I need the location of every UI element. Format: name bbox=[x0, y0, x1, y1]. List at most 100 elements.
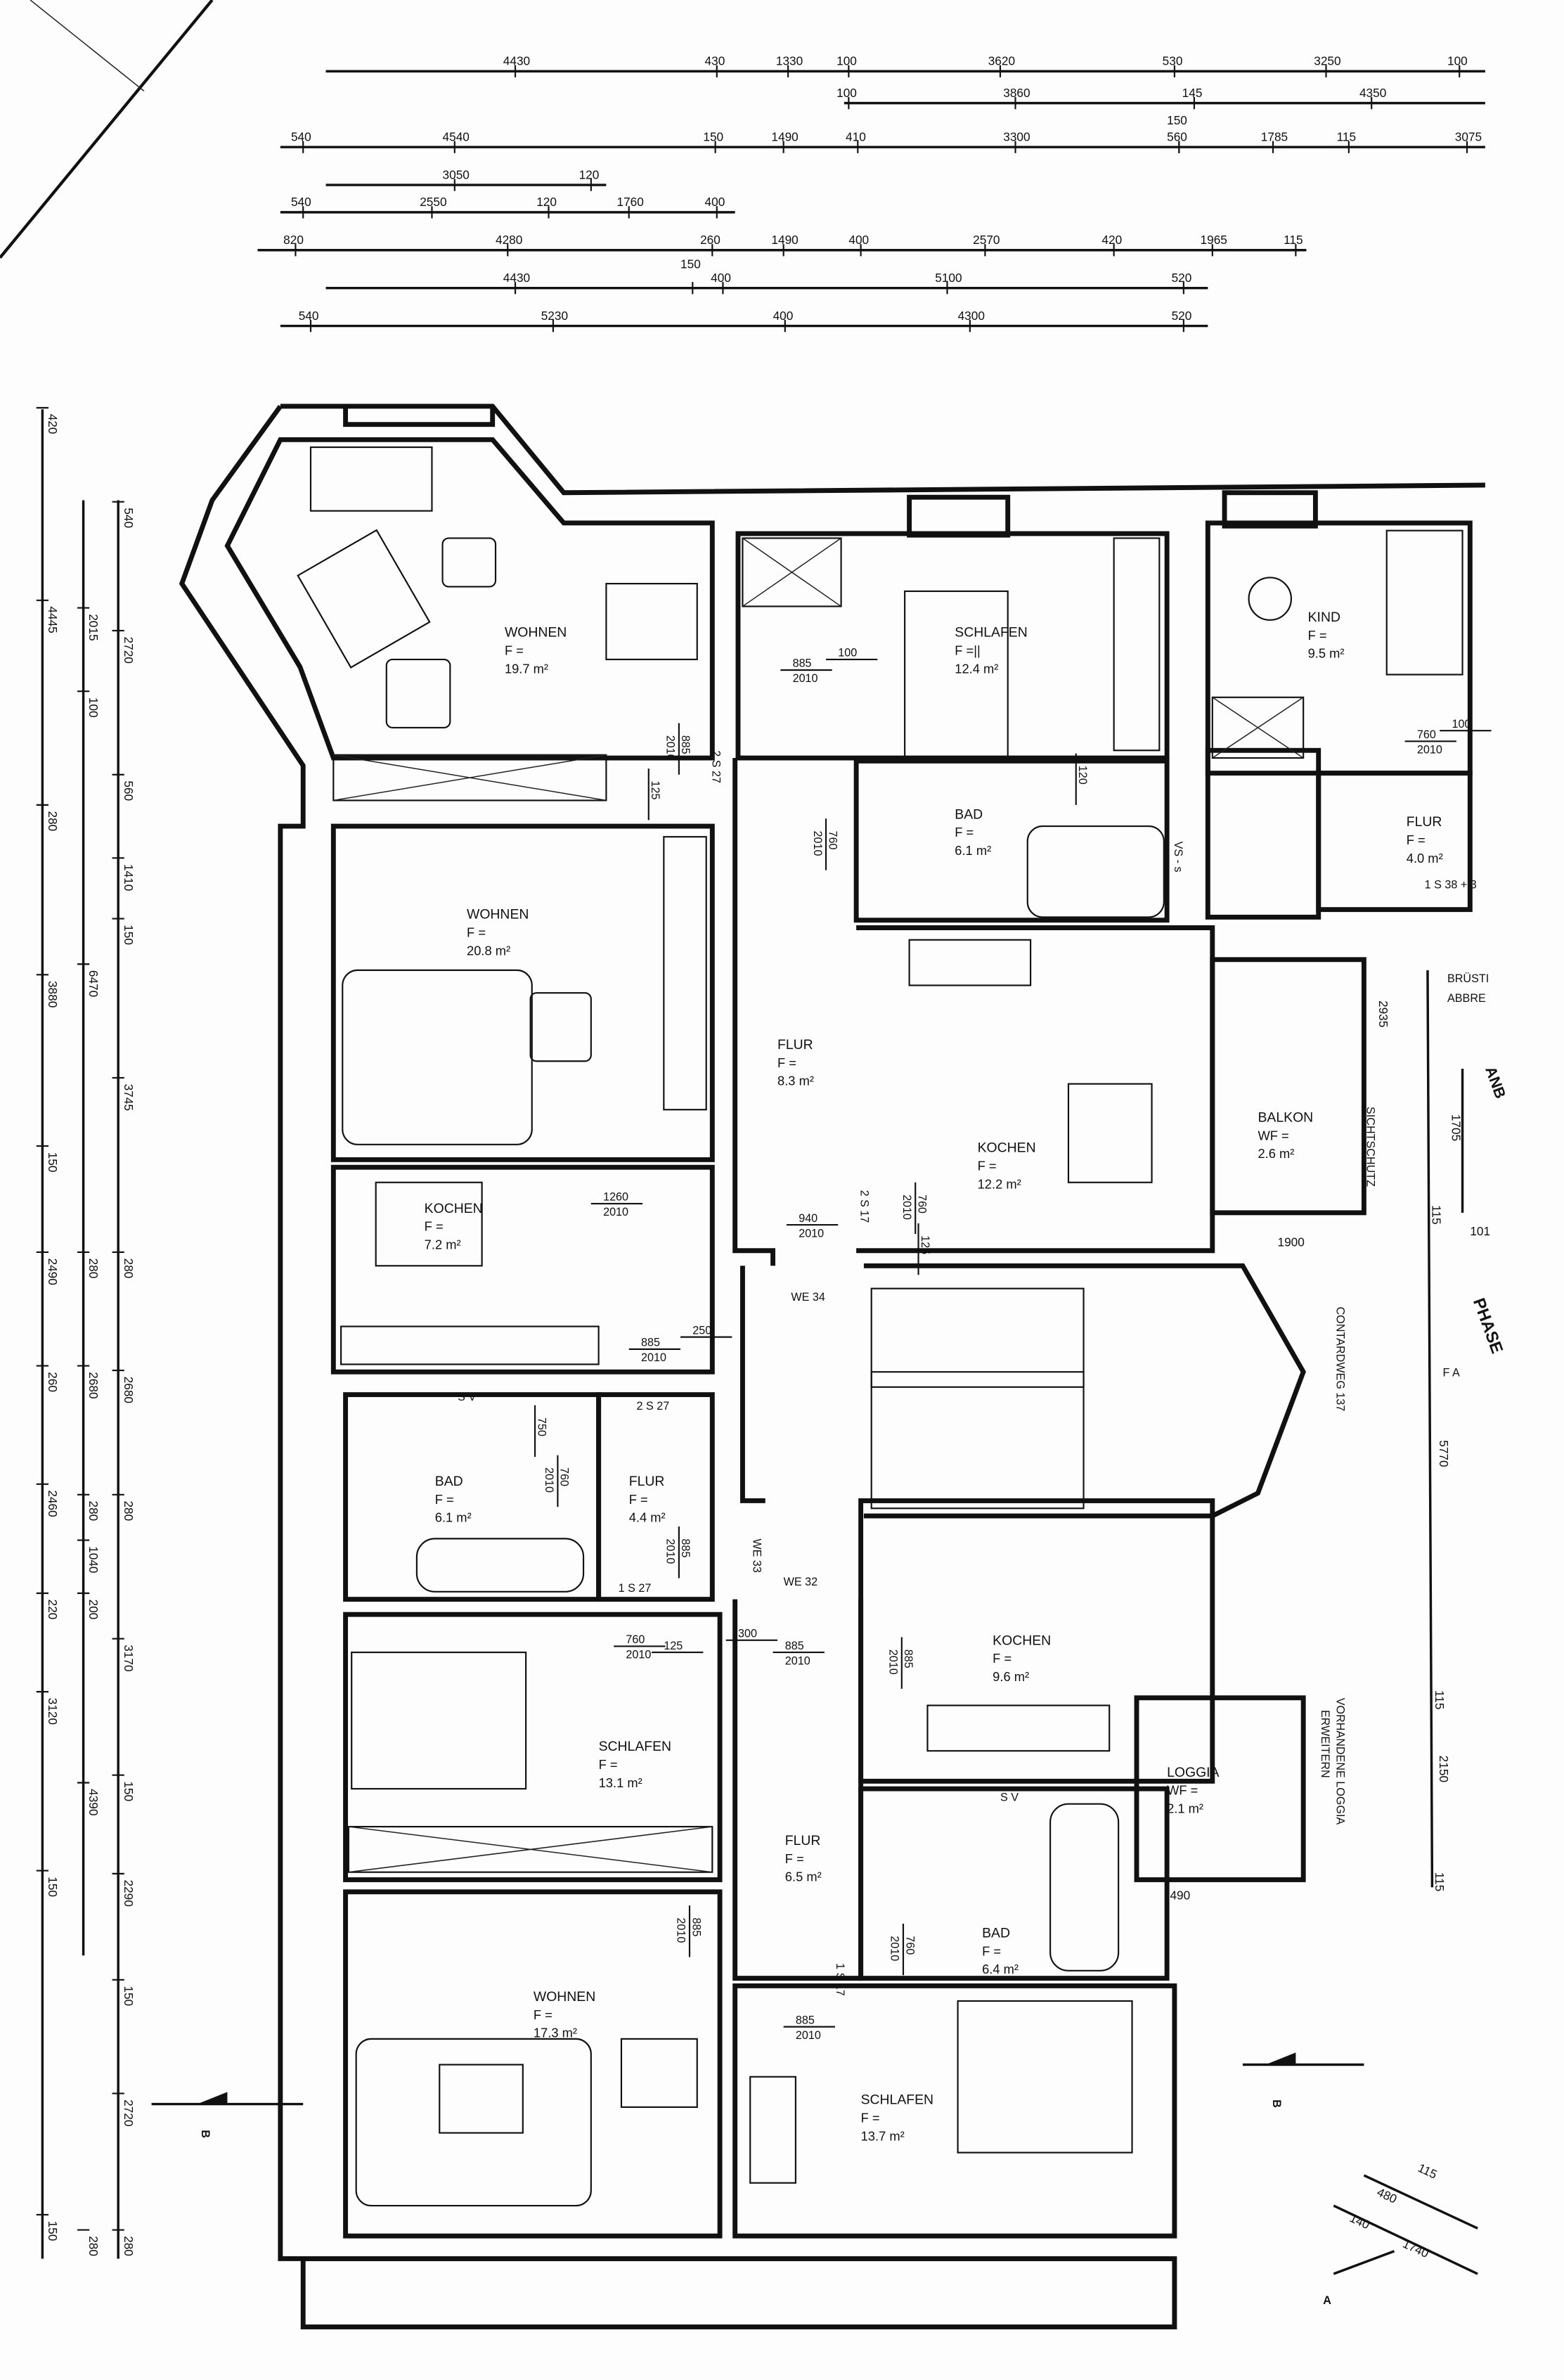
door-dimension: 100 bbox=[826, 647, 878, 660]
dimension-label: 1740 bbox=[1401, 2237, 1431, 2260]
dimension-label: 2935 bbox=[1376, 1001, 1390, 1027]
dimension-label: 4430 bbox=[503, 271, 530, 285]
room-area-label: F = bbox=[1407, 832, 1426, 847]
room-area-value: 19.7 m² bbox=[505, 661, 548, 676]
room-area-value: 6.4 m² bbox=[982, 1962, 1019, 1976]
door-dimension: 100 bbox=[1440, 718, 1492, 732]
dimension-label: 3620 bbox=[988, 54, 1015, 68]
door-width: 125 bbox=[664, 1640, 683, 1652]
room-area-label: F = bbox=[599, 1757, 618, 1772]
dimension-label: 1785 bbox=[1261, 130, 1288, 144]
door-width: 750 bbox=[535, 1417, 548, 1436]
unit-label-we32: WE 32 bbox=[784, 1576, 818, 1588]
door-height: 2010 bbox=[675, 1917, 687, 1943]
dimension-label: 150 bbox=[46, 1877, 60, 1897]
street-address: CONTARDWEG 137 bbox=[1334, 1307, 1347, 1412]
door-dimension: 300 bbox=[725, 1628, 778, 1641]
room-label: WOHNEN F = 19.7 m² bbox=[505, 625, 567, 676]
room-name: LOGGIA bbox=[1167, 1765, 1219, 1780]
building-walls bbox=[179, 404, 1485, 2329]
right-dimensions: 2935170511510157701152150115190049011548… bbox=[1170, 970, 1490, 2275]
dimension-label: 280 bbox=[122, 1259, 136, 1279]
door-height: 2010 bbox=[626, 1649, 651, 1661]
dimension-label: 2290 bbox=[122, 1879, 136, 1906]
dimension-label: 150 bbox=[122, 1781, 136, 1801]
door-height: 2010 bbox=[603, 1206, 628, 1218]
dimension-label: 280 bbox=[122, 1500, 136, 1521]
door-width: 885 bbox=[793, 657, 812, 670]
room-area-label: F = bbox=[1308, 628, 1327, 643]
door-width: 125 bbox=[919, 1235, 931, 1254]
dimension-label: 1330 bbox=[776, 54, 803, 68]
door-dimension: 250 bbox=[680, 1324, 732, 1338]
room-area-value: 6.1 m² bbox=[955, 843, 991, 858]
room-area-label: F = bbox=[861, 2110, 880, 2125]
unit-label-we34: WE 34 bbox=[791, 1291, 825, 1304]
dimension-label: 150 bbox=[122, 925, 136, 945]
door-width: 120 bbox=[1076, 766, 1089, 785]
room-name: BAD bbox=[955, 806, 983, 822]
dimension-label: 101 bbox=[1470, 1224, 1490, 1238]
room-area-value: 4.0 m² bbox=[1407, 851, 1443, 866]
dimension-label: 1410 bbox=[122, 864, 136, 891]
dimension-label: 150 bbox=[1167, 113, 1187, 127]
dimension-label: 420 bbox=[46, 414, 60, 435]
room-name: WOHNEN bbox=[467, 907, 529, 922]
door-height: 2010 bbox=[811, 831, 824, 856]
door-width: 760 bbox=[558, 1467, 571, 1486]
section-arrow-icon bbox=[1265, 2052, 1296, 2065]
door-width: 760 bbox=[1417, 728, 1436, 741]
door-width: 100 bbox=[1452, 718, 1471, 731]
dimension-label: 3860 bbox=[1003, 86, 1030, 100]
section-arrow-icon bbox=[197, 2092, 228, 2104]
room-label: FLUR F = 4.0 m² bbox=[1407, 814, 1443, 866]
door-height: 2010 bbox=[664, 735, 677, 761]
dimension-label: 1900 bbox=[1278, 1235, 1305, 1249]
room-area-label: WF = bbox=[1167, 1783, 1198, 1798]
shaft-label: S V bbox=[1000, 1791, 1019, 1803]
dimension-label: 100 bbox=[86, 697, 101, 718]
door-height: 2010 bbox=[888, 1936, 901, 1961]
dimension-label: 100 bbox=[1447, 54, 1468, 68]
room-area-value: 13.7 m² bbox=[861, 2128, 905, 2143]
privacy-screen-note: SICHTSCHUTZ bbox=[1364, 1107, 1377, 1187]
room-area-value: 6.1 m² bbox=[435, 1510, 472, 1525]
shaft-label: S V bbox=[458, 1391, 476, 1403]
stamp-text: PHASE bbox=[1469, 1296, 1506, 1356]
parapet-note: ABBRE bbox=[1447, 992, 1486, 1005]
shaft-label: VS - s bbox=[1172, 842, 1184, 873]
dimension-label: 1705 bbox=[1449, 1114, 1463, 1141]
dimension-label: 150 bbox=[703, 130, 723, 144]
door-width: 885 bbox=[690, 1917, 702, 1936]
room-name: SCHLAFEN bbox=[599, 1739, 671, 1754]
room-name: SCHLAFEN bbox=[955, 625, 1027, 641]
room-area-value: 2.6 m² bbox=[1258, 1146, 1294, 1161]
door-dimension: 125 bbox=[652, 1640, 704, 1654]
door-dimension: 760 2010 bbox=[614, 1633, 666, 1661]
room-name: WOHNEN bbox=[505, 625, 567, 641]
room-name: FLUR bbox=[1407, 814, 1442, 830]
door-width: 885 bbox=[641, 1337, 660, 1349]
door-height: 2010 bbox=[887, 1649, 900, 1675]
room-area-label: F = bbox=[467, 925, 486, 939]
dimension-label: 820 bbox=[283, 233, 304, 247]
dimension-label: 5770 bbox=[1437, 1440, 1451, 1467]
door-width: 760 bbox=[626, 1633, 645, 1646]
dimension-label: 200 bbox=[86, 1600, 101, 1620]
room-area-label: F = bbox=[505, 643, 524, 657]
dimension-label: 1760 bbox=[616, 195, 643, 209]
dimension-label: 120 bbox=[536, 195, 557, 209]
